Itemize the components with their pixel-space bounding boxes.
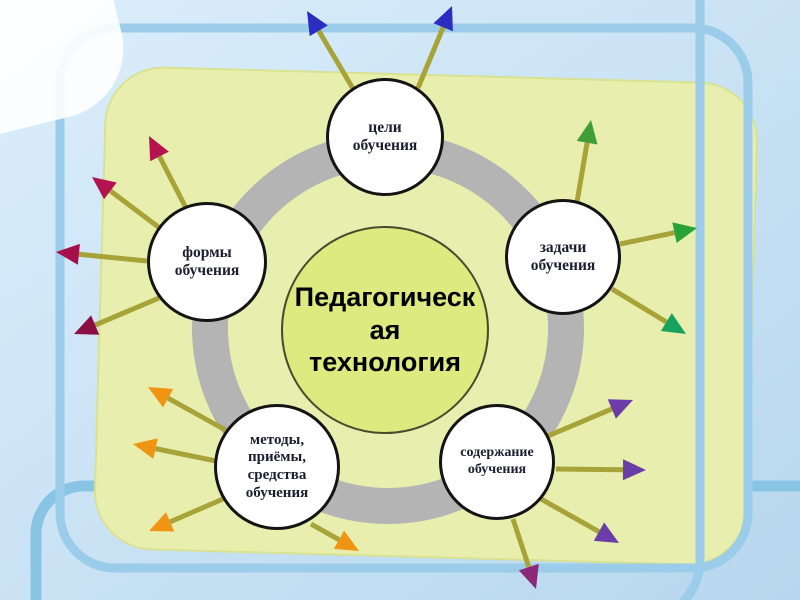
arrow-shaft: [415, 26, 446, 89]
arrow-shaft: [309, 521, 341, 542]
node-goals: цели обучения: [326, 78, 444, 196]
arrows: [56, 6, 697, 589]
arrow-shaft: [78, 251, 148, 264]
arrow-shaft: [157, 155, 189, 210]
arrow-head: [133, 438, 158, 459]
arrow-shaft: [574, 142, 590, 203]
arrow-head: [148, 387, 174, 408]
arrow-head: [92, 177, 117, 200]
arrow-shaft: [510, 518, 532, 568]
center-node: Педагогическ ая технология: [281, 226, 489, 434]
node-forms: формы обучения: [147, 202, 267, 322]
arrow-head: [672, 222, 697, 243]
node-methods: методы, приёмы, средства обучения: [214, 404, 340, 530]
arrow-head: [56, 243, 80, 265]
arrow-head: [149, 136, 169, 162]
arrow-head: [518, 563, 539, 589]
arrow-head: [333, 530, 359, 551]
arrow-shaft: [155, 446, 217, 464]
arrow-shaft: [316, 29, 358, 94]
arrow-shaft: [94, 295, 160, 328]
arrow-head: [607, 399, 633, 419]
frame-outline-main: [55, 23, 753, 573]
arrow-head: [660, 313, 686, 334]
arrow-shaft: [169, 496, 224, 525]
arrow-shaft: [555, 466, 624, 473]
arrow-shaft: [108, 188, 163, 231]
frame-outline-right: [678, 0, 705, 600]
arrow-head: [74, 315, 100, 335]
arrow-shaft: [619, 230, 675, 247]
arrow-head: [593, 522, 619, 543]
node-tasks: задачи обучения: [505, 199, 621, 315]
node-content: содержание обучения: [439, 404, 555, 520]
arrow-head: [622, 459, 646, 481]
arrow-head: [433, 6, 453, 32]
corner-highlight: [0, 0, 124, 170]
arrow-head: [149, 512, 175, 532]
arrow-shaft: [547, 406, 613, 439]
arrow-shaft: [610, 286, 668, 325]
arrow-shaft: [539, 496, 601, 534]
arrow-head: [576, 120, 598, 145]
arrow-shaft: [166, 395, 231, 435]
arrow-head: [307, 11, 328, 37]
